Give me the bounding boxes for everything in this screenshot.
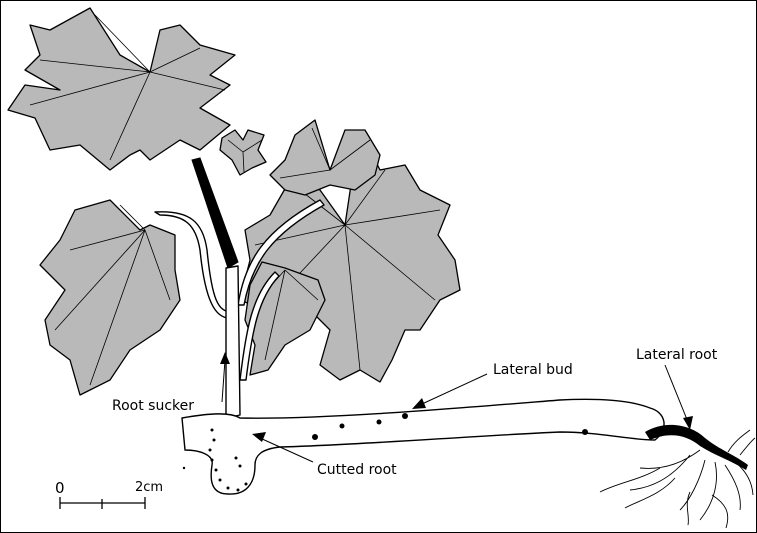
scale-end-label: 2cm xyxy=(135,481,163,494)
arrow-lateral-bud xyxy=(412,374,487,409)
sucker-stem xyxy=(226,266,240,418)
leaf-top-left xyxy=(8,8,235,170)
label-lateral-root: Lateral root xyxy=(636,348,717,362)
arrow-lateral-root xyxy=(665,365,693,430)
scale-start-label: 0 xyxy=(55,481,65,496)
fine-roots xyxy=(600,430,755,528)
leaf-small-top xyxy=(220,130,266,175)
label-cutted-root: Cutted root xyxy=(317,463,397,477)
lateral-root-dark xyxy=(645,425,748,470)
scale-bar xyxy=(60,497,145,509)
horizontal-root xyxy=(182,399,664,494)
dark-petiole xyxy=(192,158,238,268)
leaf-upper-right xyxy=(270,120,380,195)
label-lateral-bud: Lateral bud xyxy=(493,363,573,377)
label-root-sucker: Root sucker xyxy=(112,399,194,413)
leaf-left xyxy=(40,200,180,395)
